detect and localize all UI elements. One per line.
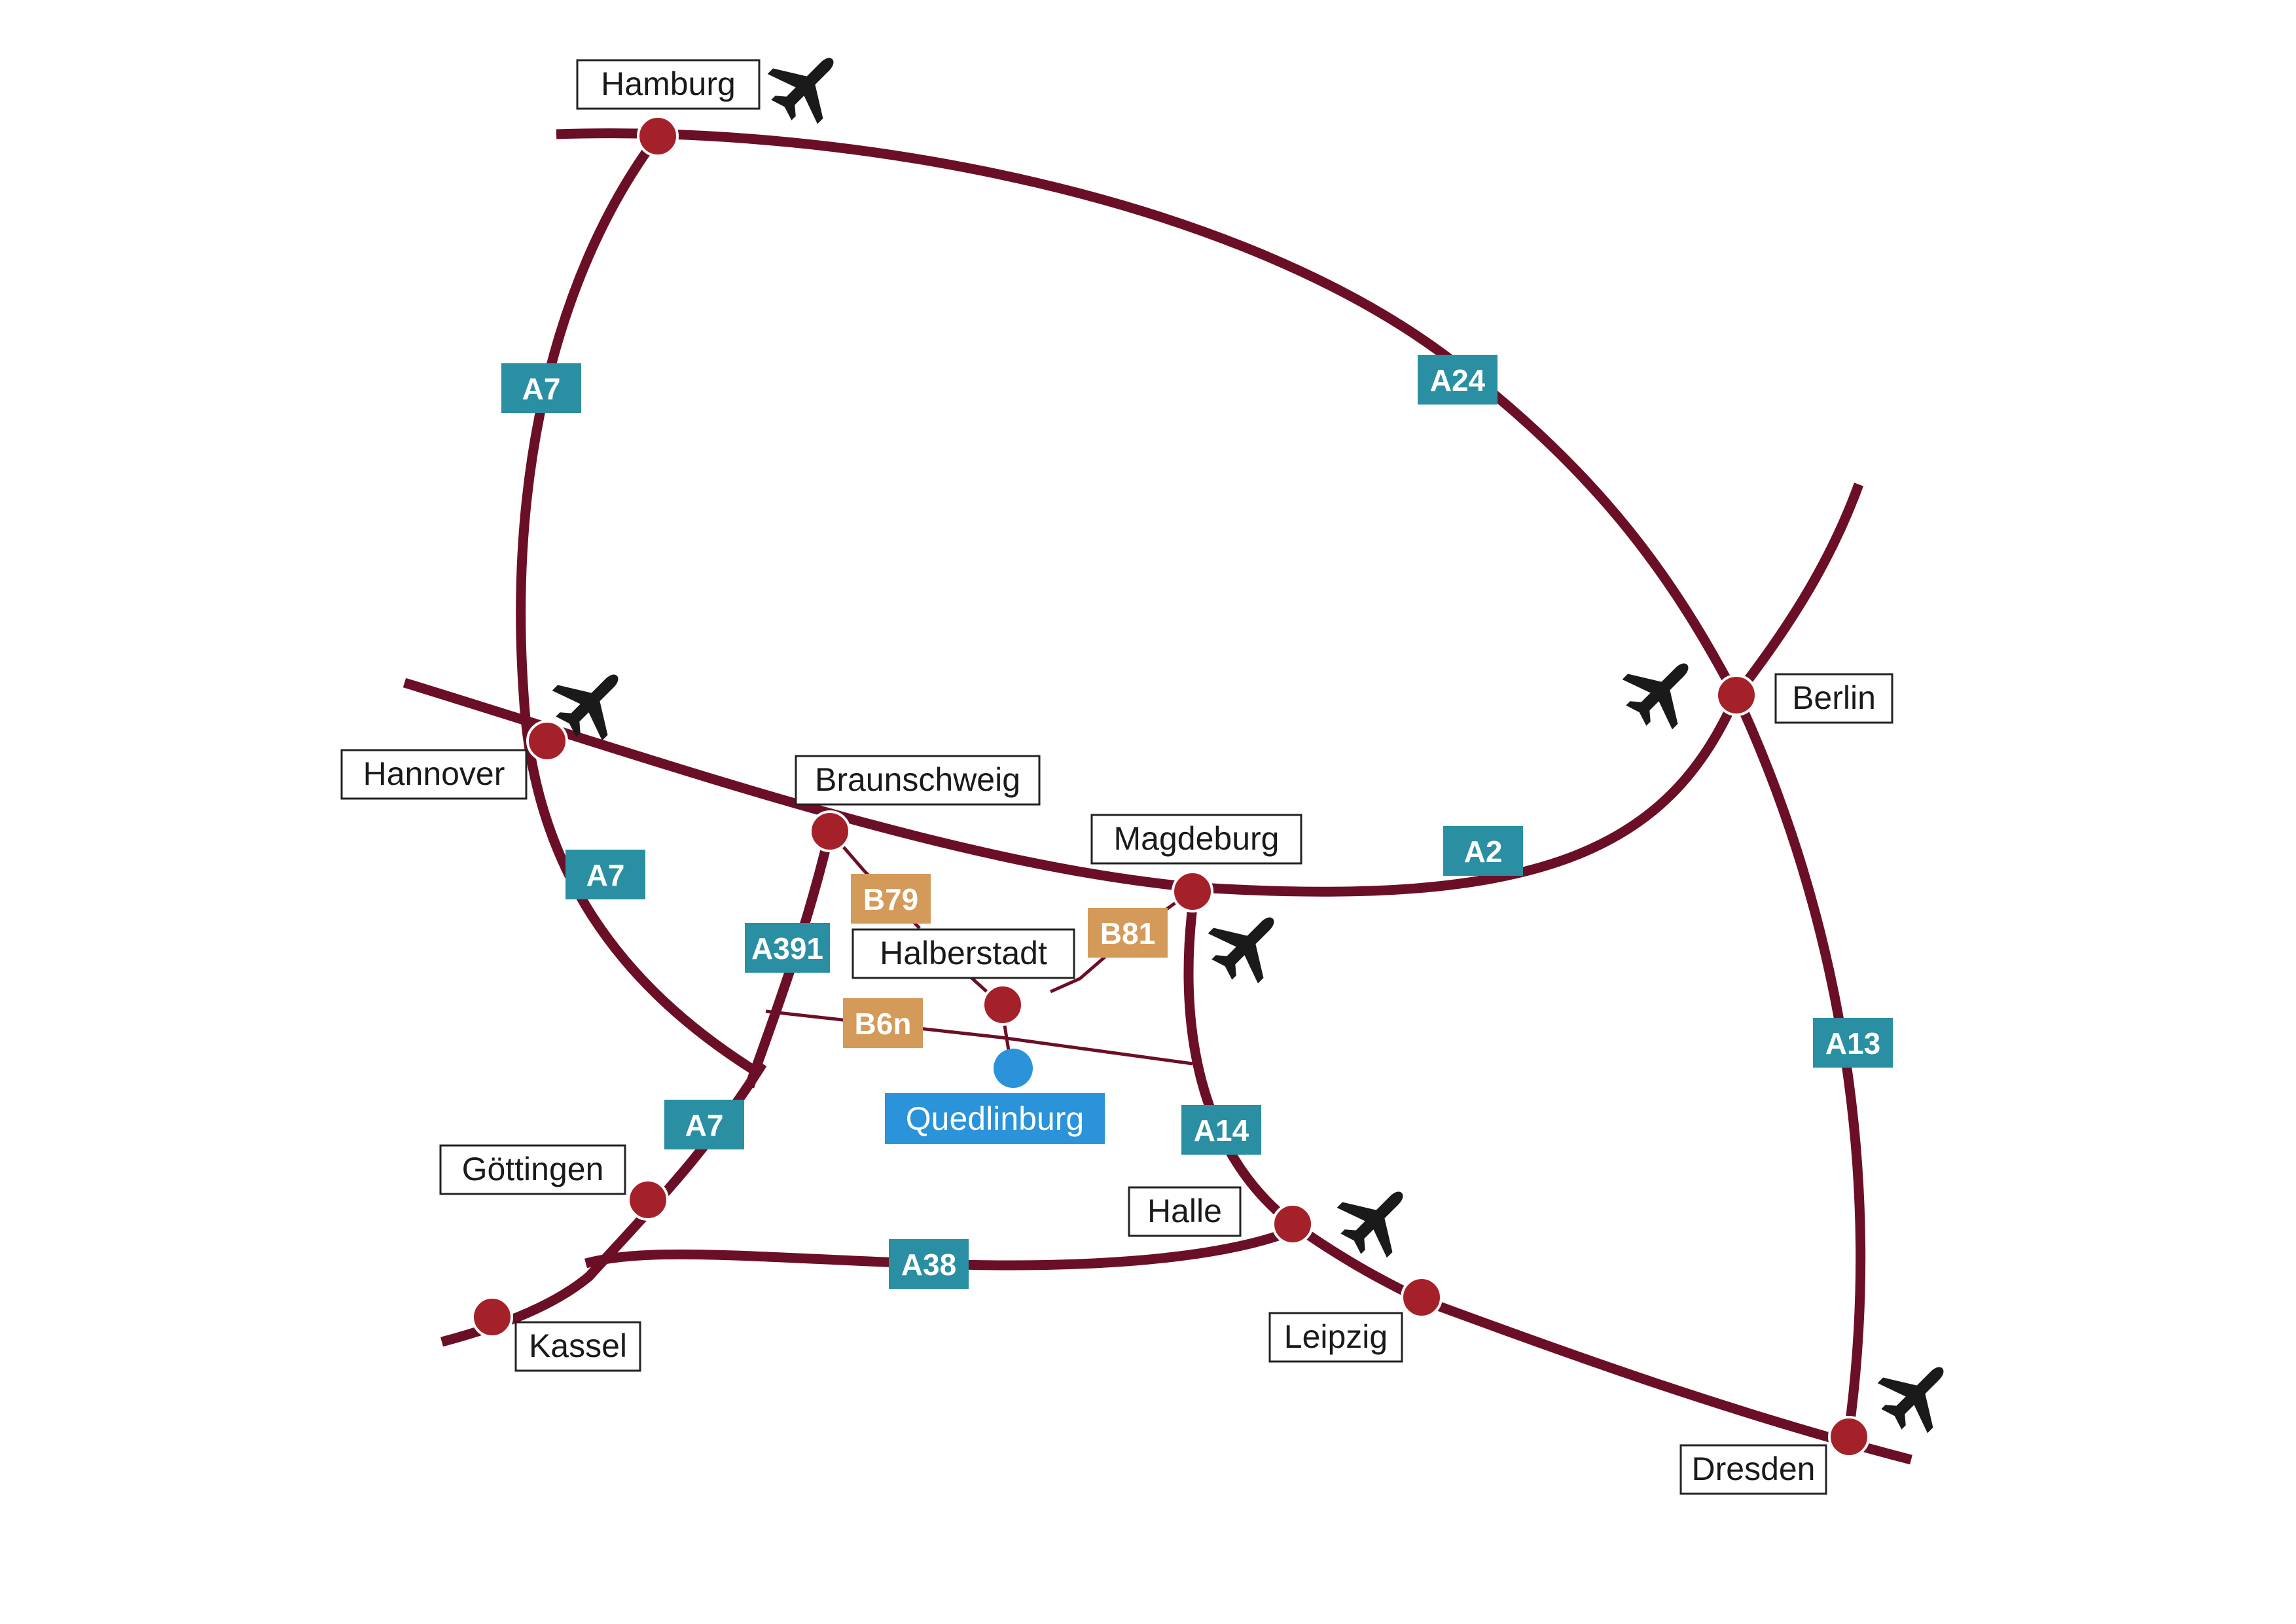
label-halberstadt[interactable]: Halberstadt bbox=[852, 928, 1075, 979]
city-dot-leipzig[interactable] bbox=[1401, 1276, 1443, 1318]
label-leipzig[interactable]: Leipzig bbox=[1268, 1312, 1403, 1363]
sign-a14: A14 bbox=[1181, 1105, 1261, 1155]
city-markers bbox=[471, 115, 1870, 1458]
label-dresden[interactable]: Dresden bbox=[1679, 1444, 1827, 1495]
label-berlin[interactable]: Berlin bbox=[1774, 673, 1893, 724]
svg-text:Braunschweig: Braunschweig bbox=[815, 761, 1020, 798]
airplane-icon bbox=[1866, 1343, 1967, 1445]
city-dot-goettingen[interactable] bbox=[627, 1179, 669, 1221]
label-halle[interactable]: Halle bbox=[1128, 1186, 1242, 1237]
sign-b79: B79 bbox=[851, 874, 931, 924]
city-dot-hamburg[interactable] bbox=[637, 115, 679, 157]
label-magdeburg[interactable]: Magdeburg bbox=[1090, 814, 1302, 865]
svg-text:B6n: B6n bbox=[855, 1007, 912, 1041]
svg-text:Leipzig: Leipzig bbox=[1284, 1318, 1388, 1355]
svg-text:Kassel: Kassel bbox=[529, 1327, 627, 1364]
city-dot-berlin[interactable] bbox=[1715, 674, 1757, 716]
svg-text:Dresden: Dresden bbox=[1692, 1451, 1816, 1487]
svg-text:A7: A7 bbox=[685, 1108, 724, 1142]
motorway-network bbox=[403, 128, 1912, 1465]
sign-a24: A24 bbox=[1418, 355, 1498, 405]
svg-text:Quedlinburg: Quedlinburg bbox=[906, 1100, 1084, 1137]
city-dot-dresden[interactable] bbox=[1828, 1416, 1870, 1458]
svg-text:A7: A7 bbox=[522, 372, 561, 406]
svg-text:A391: A391 bbox=[751, 931, 823, 965]
sign-a391: A391 bbox=[745, 923, 830, 973]
road-a2 bbox=[403, 482, 1864, 897]
label-braunschweig[interactable]: Braunschweig bbox=[795, 755, 1041, 806]
svg-text:Halberstadt: Halberstadt bbox=[880, 935, 1047, 971]
svg-text:Berlin: Berlin bbox=[1792, 679, 1876, 716]
city-dot-halberstadt[interactable] bbox=[982, 984, 1024, 1026]
svg-text:A13: A13 bbox=[1825, 1026, 1880, 1060]
label-kassel[interactable]: Kassel bbox=[514, 1321, 641, 1372]
svg-text:Göttingen: Göttingen bbox=[462, 1151, 604, 1187]
destination-dot[interactable] bbox=[994, 1049, 1033, 1088]
svg-text:A2: A2 bbox=[1464, 835, 1503, 869]
sign-a7-mid: A7 bbox=[565, 850, 645, 899]
svg-text:Magdeburg: Magdeburg bbox=[1114, 820, 1280, 857]
sign-b6n: B6n bbox=[843, 998, 923, 1048]
city-dot-braunschweig[interactable] bbox=[809, 810, 851, 852]
airplane-icon bbox=[756, 34, 857, 135]
city-dot-hannover[interactable] bbox=[526, 720, 568, 762]
city-dot-magdeburg[interactable] bbox=[1172, 871, 1213, 912]
label-goettingen[interactable]: Göttingen bbox=[439, 1144, 626, 1195]
sign-a7-north: A7 bbox=[501, 363, 581, 413]
svg-text:A14: A14 bbox=[1194, 1113, 1249, 1147]
svg-text:B79: B79 bbox=[863, 882, 918, 916]
sign-b81: B81 bbox=[1088, 908, 1168, 958]
road-signs: A7 A24 A7 A2 A391 A7 A13 A14 bbox=[501, 355, 1893, 1289]
city-labels: Hamburg Berlin Hannover Braunschweig Mag… bbox=[340, 59, 1893, 1495]
city-dot-kassel[interactable] bbox=[471, 1296, 513, 1338]
svg-text:A24: A24 bbox=[1430, 363, 1486, 397]
sign-a38: A38 bbox=[889, 1239, 969, 1289]
svg-text:Hannover: Hannover bbox=[363, 755, 505, 792]
road-b6n bbox=[765, 1009, 1193, 1066]
label-hamburg[interactable]: Hamburg bbox=[576, 59, 761, 110]
svg-text:A38: A38 bbox=[901, 1248, 956, 1282]
label-hannover[interactable]: Hannover bbox=[340, 749, 528, 800]
sign-a13: A13 bbox=[1813, 1018, 1893, 1068]
svg-text:Hamburg: Hamburg bbox=[601, 65, 736, 102]
svg-text:B81: B81 bbox=[1100, 916, 1155, 950]
sign-a7-south: A7 bbox=[664, 1100, 744, 1149]
road-a24 bbox=[556, 128, 1739, 696]
svg-text:A7: A7 bbox=[586, 858, 625, 892]
svg-text:Halle: Halle bbox=[1147, 1193, 1222, 1229]
road-a14 bbox=[1183, 890, 1423, 1304]
sign-a2: A2 bbox=[1443, 826, 1523, 876]
airplane-icon bbox=[1196, 893, 1298, 995]
airplane-icon bbox=[1611, 640, 1712, 741]
city-dot-halle[interactable] bbox=[1272, 1203, 1314, 1245]
road-a391 bbox=[744, 830, 835, 1089]
label-destination[interactable]: Quedlinburg bbox=[885, 1093, 1105, 1144]
road-a7-north bbox=[516, 133, 762, 1078]
